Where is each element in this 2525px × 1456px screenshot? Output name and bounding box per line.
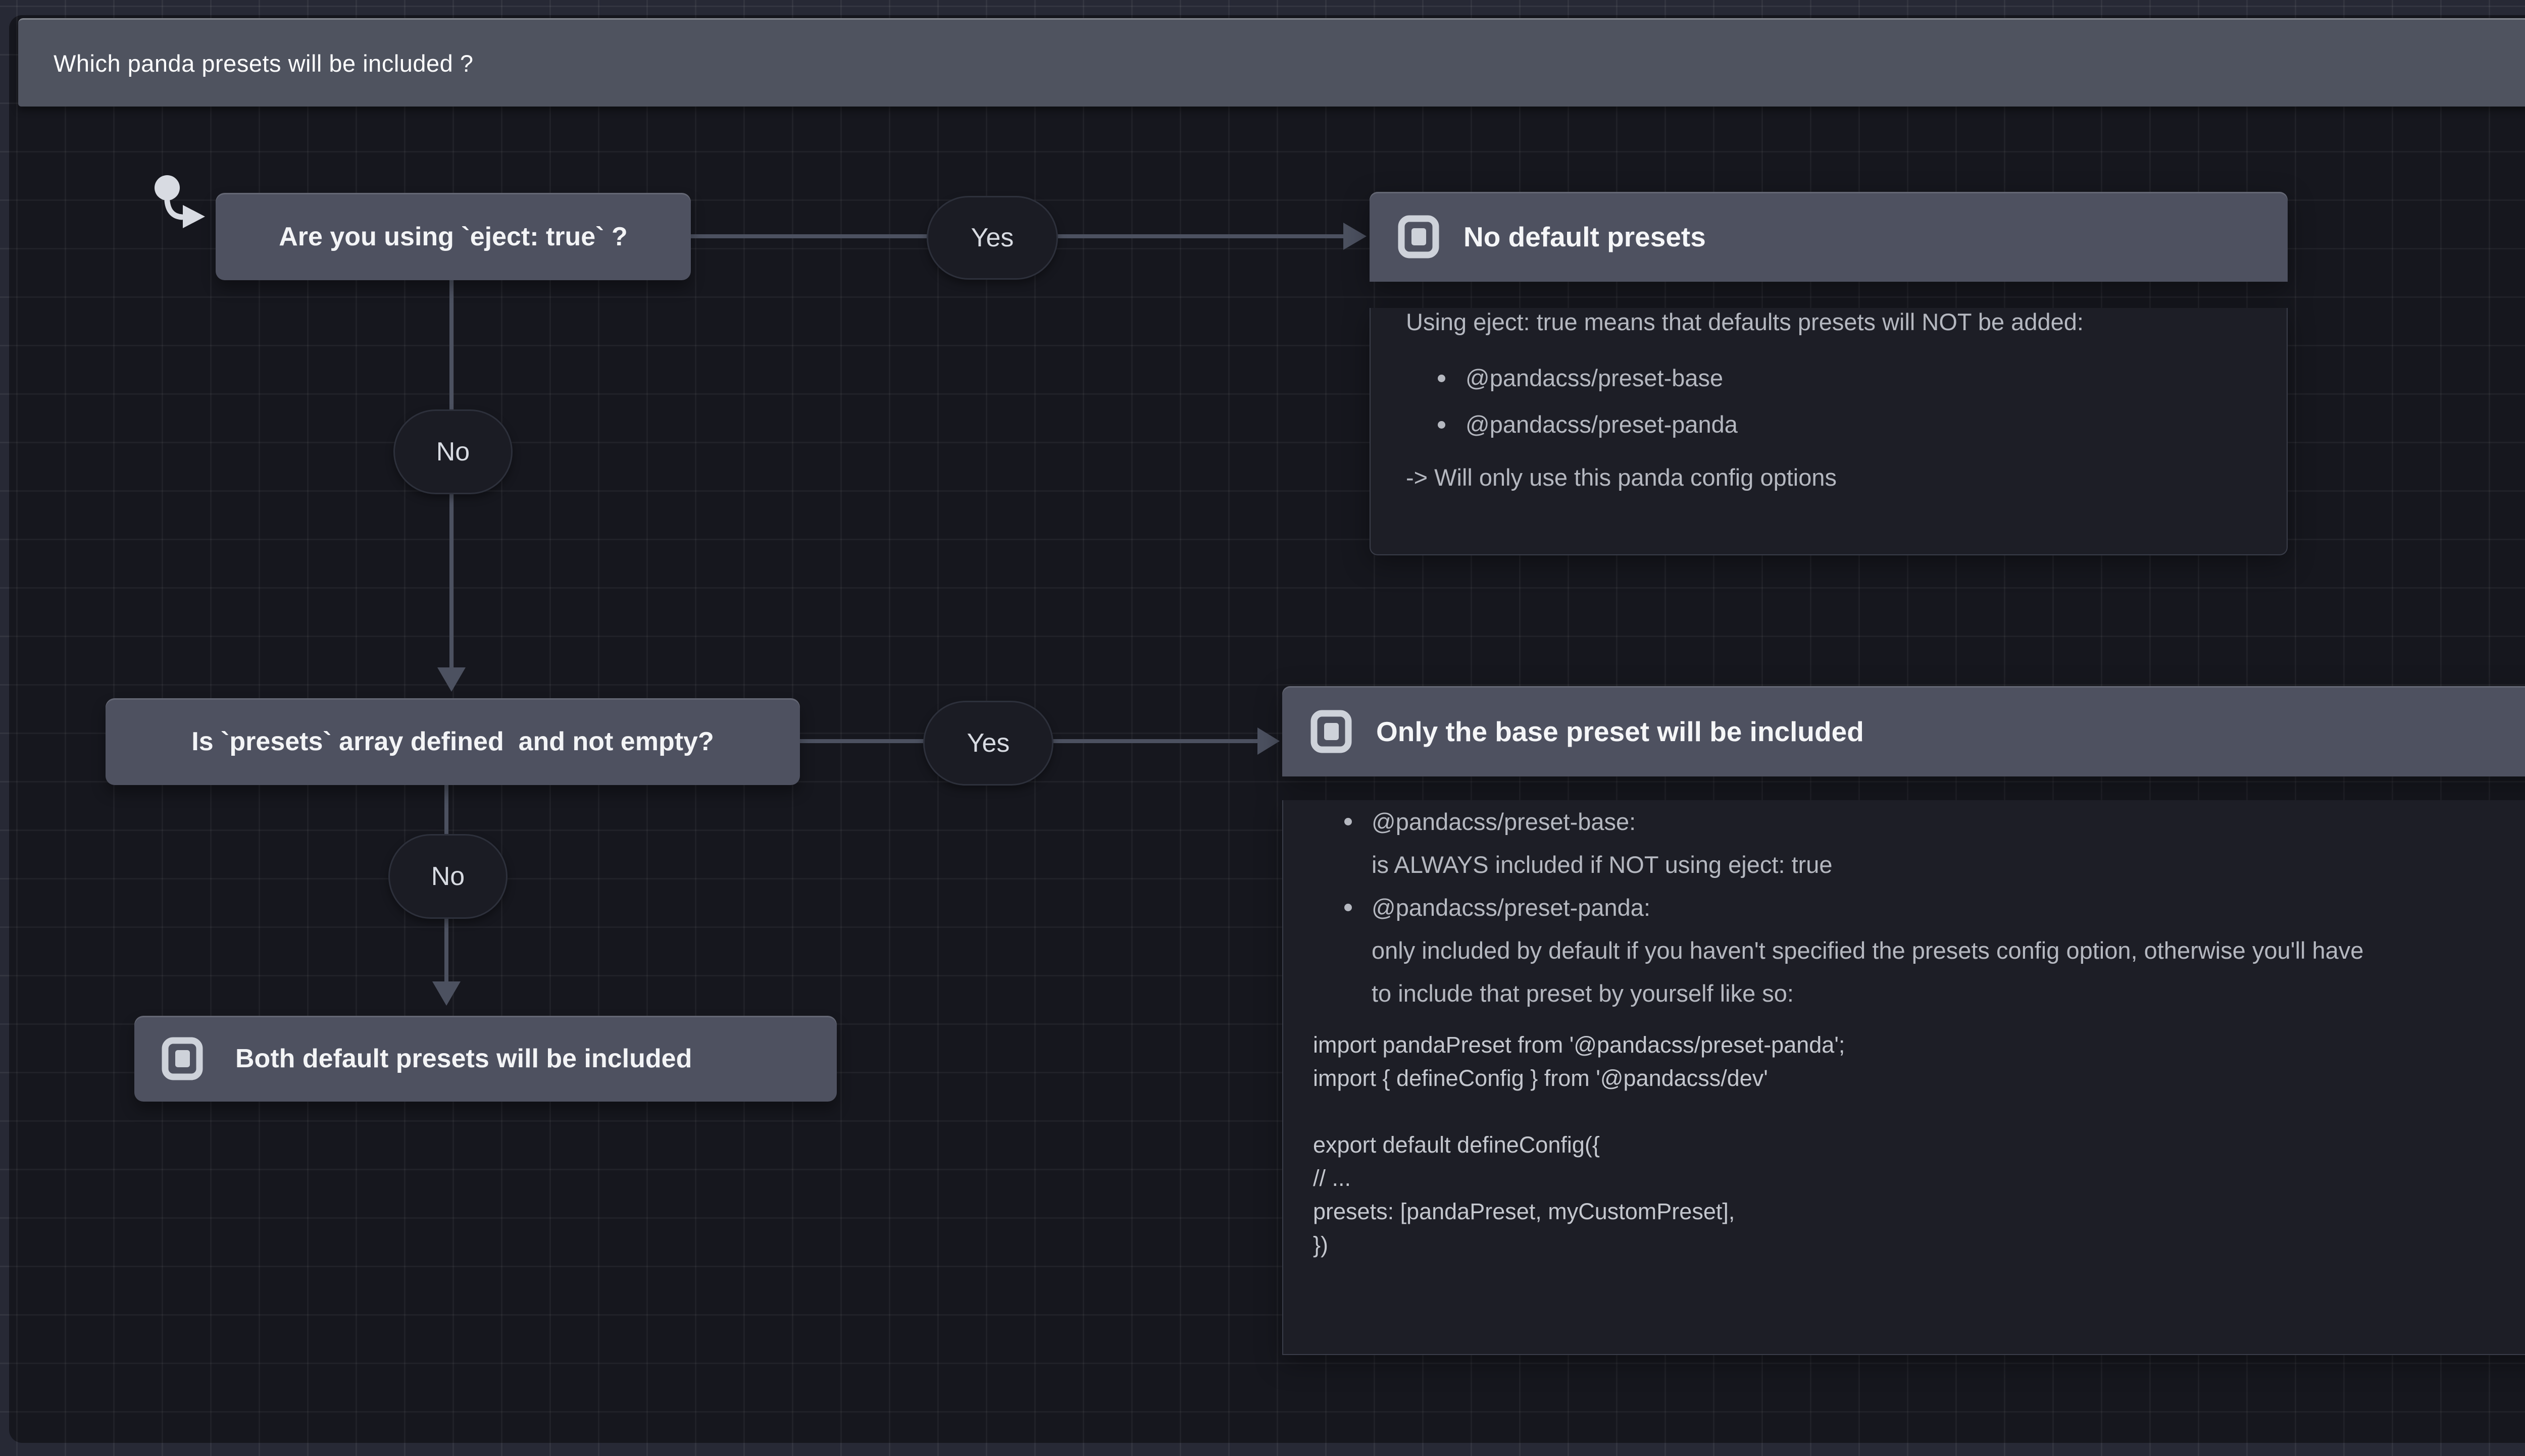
result-box-no-default-presets[interactable]: No default presets Using eject: true mea… [1370,192,2288,555]
list-item-continuation: to include that preset by yourself like … [1372,980,1794,1007]
list-item: @pandacss/preset-panda: [1283,886,2525,929]
frame-icon [162,1037,203,1080]
node-question-eject-label: Are you using `eject: true` ? [279,222,628,251]
code-line [1313,1095,2525,1128]
result-box-1-list: @pandacss/preset-base @pandacss/preset-p… [1371,355,2287,448]
result-box-base-preset-only[interactable]: Only the base preset will be included @p… [1282,686,2525,1355]
node-question-presets-array[interactable]: Is `presets` array defined and not empty… [106,698,800,785]
result-box-2-title: Only the base preset will be included [1376,715,1864,747]
list-item-continuation: is ALWAYS included if NOT using eject: t… [1372,851,1833,878]
result-box-1-body: Using eject: true means that defaults pr… [1370,308,2288,555]
code-line: presets: [pandaPreset, myCustomPreset], [1313,1199,1735,1224]
code-line: import { defineConfig } from '@pandacss/… [1313,1065,1768,1091]
frame-title-bar[interactable]: Which panda presets will be included ? [18,18,2525,107]
start-marker-icon [155,175,205,228]
result-box-2-body: @pandacss/preset-base: is ALWAYS include… [1282,800,2525,1355]
edge-label-yes-2[interactable]: Yes [923,701,1053,786]
node-result-both-presets[interactable]: Both default presets will be included [134,1016,837,1102]
list-item: @pandacss/preset-base: [1283,800,2525,843]
frame-title: Which panda presets will be included ? [54,49,474,77]
code-line: import pandaPreset from '@pandacss/prese… [1313,1032,1845,1058]
list-item: @pandacss/preset-base [1371,355,2287,401]
result-box-2-list: @pandacss/preset-base: is ALWAYS include… [1283,800,2525,1015]
result-box-1-intro: Using eject: true means that defaults pr… [1406,308,2084,335]
code-line: // ... [1313,1165,1351,1191]
node-question-presets-array-label: Is `presets` array defined and not empty… [191,727,714,756]
frame-icon [1398,215,1439,258]
result-box-1-title: No default presets [1463,221,1706,252]
code-line: export default defineConfig({ [1313,1132,1600,1158]
code-line: }) [1313,1232,1329,1258]
node-result-both-presets-label: Both default presets will be included [235,1044,692,1073]
edge-label-yes-2-text: Yes [967,729,1010,758]
edge-label-no-2[interactable]: No [388,834,508,919]
edge-label-no-1-text: No [436,437,470,466]
edge-label-yes-1-text: Yes [971,223,1014,252]
result-box-2-header[interactable]: Only the base preset will be included [1282,686,2525,776]
code-block: import pandaPreset from '@pandacss/prese… [1283,1028,2525,1262]
list-item-continuation: only included by default if you haven't … [1372,937,2364,964]
result-box-1-header[interactable]: No default presets [1370,192,2288,282]
node-question-eject[interactable]: Are you using `eject: true` ? [216,193,691,280]
edge-label-yes-1[interactable]: Yes [927,196,1058,280]
list-item: @pandacss/preset-panda [1371,401,2287,448]
frame-icon [1310,710,1352,753]
edge-label-no-2-text: No [431,862,465,891]
result-box-1-outro: -> Will only use this panda config optio… [1406,464,1837,491]
edge-label-no-1[interactable]: No [393,409,513,494]
